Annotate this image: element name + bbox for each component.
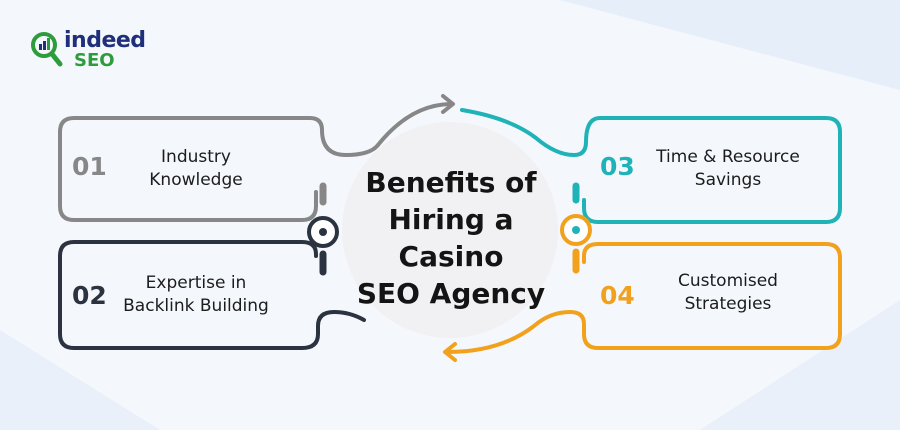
step-label-line: Backlink Building [123, 296, 269, 316]
step-label: Time & Resource Savings [640, 146, 816, 192]
step-label-line: Customised [678, 271, 778, 291]
step-label: Industry Knowledge [118, 146, 274, 192]
arrow-top-icon [441, 94, 455, 114]
background-shape [560, 0, 900, 90]
step-number: 03 [600, 152, 635, 181]
background-shape [700, 300, 900, 430]
step-label-line: Expertise in [145, 273, 247, 293]
step-label-line: Time & Resource [656, 147, 800, 167]
step-label: Expertise in Backlink Building [108, 272, 284, 318]
center-title-line: Casino [398, 240, 504, 273]
arc-top-right [460, 108, 842, 224]
arc-top [376, 102, 452, 147]
magnifier-icon [31, 32, 63, 67]
step-label-line: Savings [694, 170, 762, 190]
step-number: 04 [600, 281, 635, 310]
step-label-line: Knowledge [149, 170, 243, 190]
connector-01 [308, 116, 380, 158]
arrow-bottom-icon [443, 342, 457, 362]
background-shape [0, 330, 160, 430]
center-title-line: SEO Agency [356, 277, 546, 310]
center-title-line: Hiring a [388, 203, 514, 236]
step-label-line: Strategies [684, 294, 772, 314]
hub-right-dot [572, 226, 580, 234]
step-label: Customised Strategies [642, 270, 814, 316]
step-number: 02 [72, 281, 107, 310]
step-number: 01 [72, 152, 107, 181]
logo-subtitle: SEO [74, 50, 115, 71]
logo-wordmark: indeed [64, 28, 146, 53]
brand-logo: indeed SEO [30, 26, 170, 76]
center-title-line: Benefits of [365, 166, 537, 199]
center-title: Benefits of Hiring a Casino SEO Agency [345, 164, 557, 312]
box-01-outline [58, 116, 318, 222]
box-02-outline [58, 240, 366, 350]
step-label-line: Industry [161, 147, 231, 167]
hub-left-dot [319, 228, 327, 236]
center-circle [342, 122, 558, 338]
box-04-outline [446, 242, 842, 354]
